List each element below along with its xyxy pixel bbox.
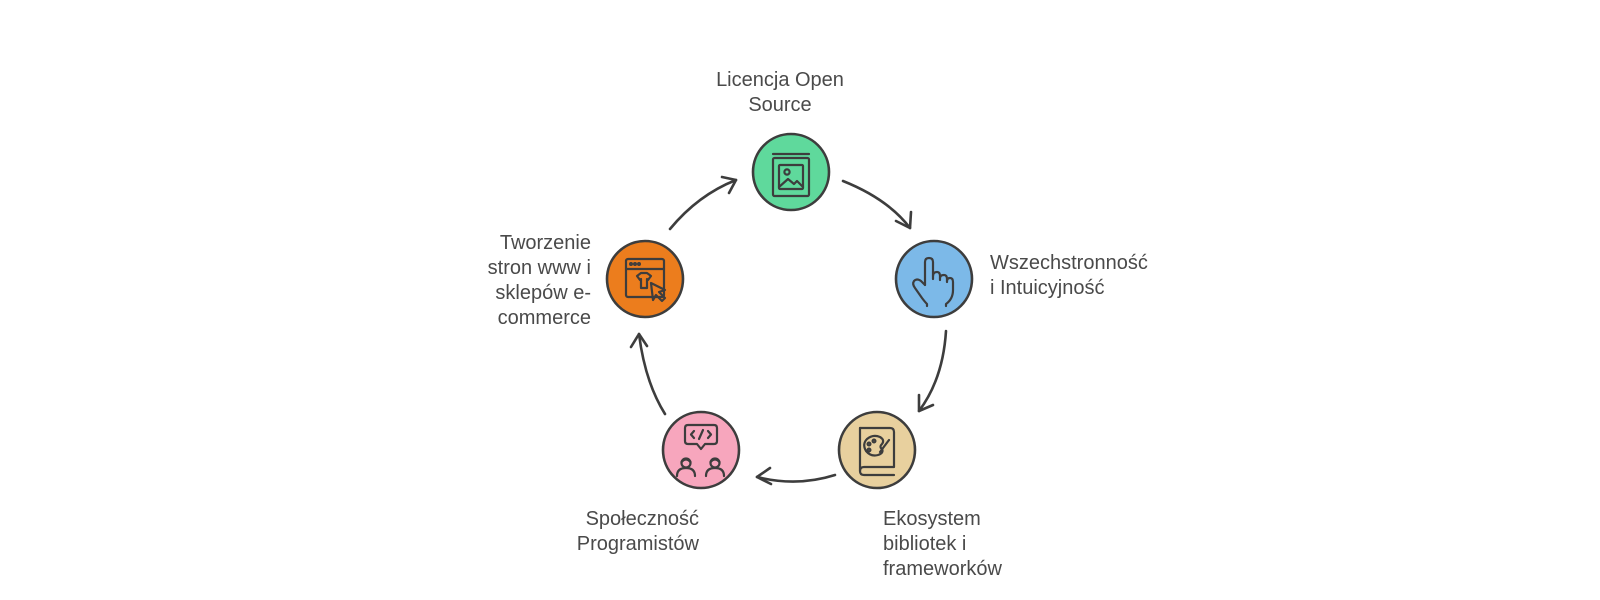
arrow-wszechstronnosc-to-ekosystem [917,329,948,413]
arrow-licencja-to-wszechstronnosc [841,179,913,230]
picture-book-icon [771,152,811,198]
palette-book-icon [858,426,896,477]
node-spolecznosc[interactable] [661,410,741,490]
label-licencja-open-source: Licencja Open Source [690,68,870,118]
label-line: Source [748,94,812,116]
label-line: stron www i [487,257,591,279]
label-wszechstronnosc: Wszechstronność i Intuicyjność [990,251,1190,301]
label-line: Programistów [576,533,699,555]
label-tworzenie: Tworzenie stron www i sklepów e- commerc… [434,231,591,331]
node-wszechstronnosc[interactable] [894,239,974,319]
label-line: Wszechstronność [990,252,1148,274]
label-line: Licencja Open [716,69,844,91]
label-line: bibliotek i [883,533,967,555]
node-licencja[interactable] [751,132,831,212]
label-line: sklepów e- [495,282,591,304]
label-ekosystem: Ekosystem bibliotek i frameworków [883,507,1043,582]
developers-chat-icon [675,423,726,478]
label-spolecznosc: Społeczność Programistów [543,507,699,557]
node-tworzenie[interactable] [605,239,685,319]
arrow-ekosystem-to-spolecznosc [755,466,837,486]
node-ekosystem[interactable] [837,410,917,490]
arrow-tworzenie-to-licencja [668,175,738,231]
label-line: Tworzenie [499,232,591,254]
arrow-spolecznosc-to-tworzenie [629,332,667,416]
label-line: Ekosystem [883,508,981,530]
web-shop-icon [624,257,667,303]
label-line: frameworków [883,558,1002,580]
label-line: commerce [497,307,591,329]
label-line: i Intuicyjność [990,277,1105,299]
label-line: Społeczność [585,508,699,530]
pointing-hand-icon [912,256,955,308]
